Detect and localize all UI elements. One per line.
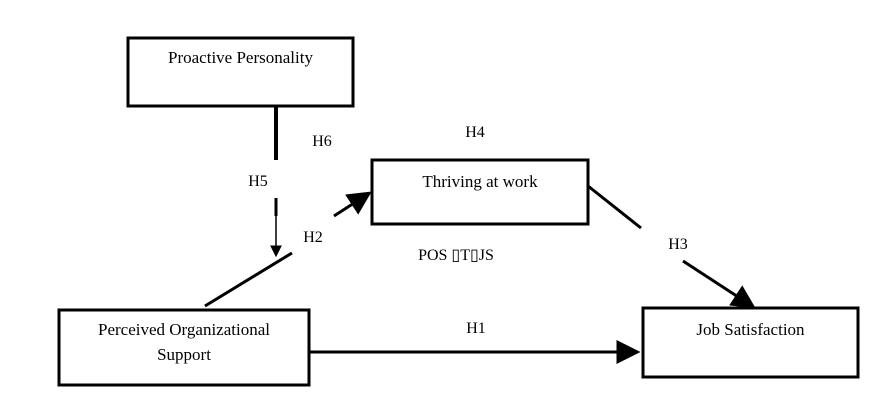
h6-label: H6 — [312, 133, 332, 150]
h2-path-lower — [204, 251, 293, 308]
job-satisfaction-node: Job Satisfaction — [641, 306, 860, 379]
h4-label: H4 — [465, 124, 485, 141]
pos-label-line2: Support — [157, 345, 211, 364]
mediation-path-label: POS ▯T▯JS — [418, 247, 494, 264]
h3-path-upper — [587, 184, 642, 230]
thriving-at-work-node: Thriving at work — [370, 158, 590, 226]
h5-label: H5 — [248, 173, 268, 190]
h3-path-lower — [682, 259, 756, 309]
h2-label: H2 — [303, 229, 323, 246]
proactive-personality-label: Proactive Personality — [168, 48, 313, 67]
job-satisfaction-label: Job Satisfaction — [696, 320, 805, 339]
h1-label: H1 — [466, 320, 486, 337]
proactive-personality-node: Proactive Personality — [126, 36, 355, 108]
h3-label: H3 — [668, 236, 688, 253]
pos-label-line1: Perceived Organizational — [98, 320, 270, 339]
perceived-organizational-support-node: Perceived Organizational Support — [57, 308, 311, 387]
h2-path-upper — [333, 191, 372, 218]
thriving-at-work-label: Thriving at work — [422, 172, 538, 191]
